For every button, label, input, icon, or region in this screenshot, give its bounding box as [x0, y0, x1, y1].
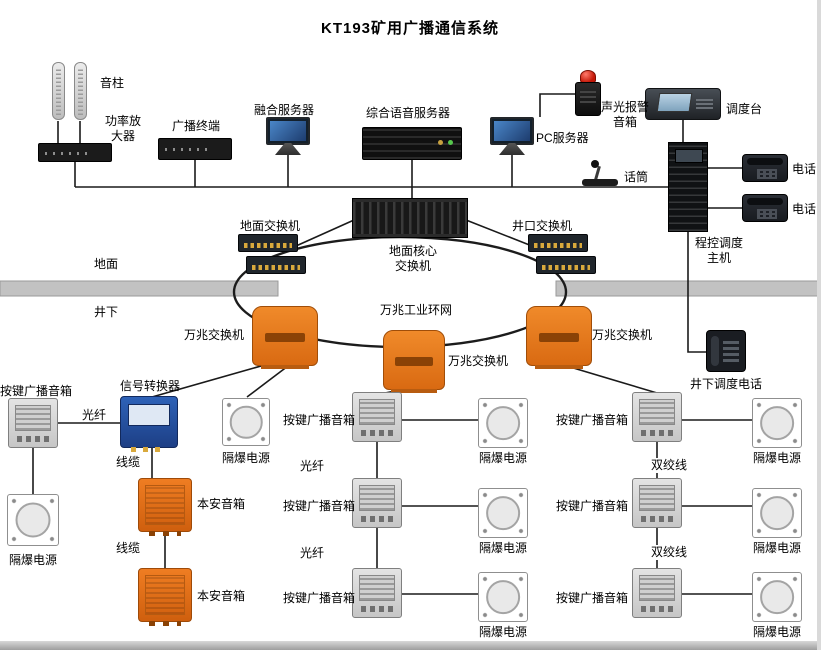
- fusion-server-monitor: [266, 117, 310, 145]
- surface-label: 地面: [94, 257, 119, 271]
- psu-m1-label: 隔爆电源: [479, 451, 528, 465]
- psu-m3-label: 隔爆电源: [479, 625, 528, 639]
- dispatch-host-label: 程控调度 主机: [694, 236, 743, 265]
- gig-switch-right-label: 万兆交换机: [592, 328, 653, 342]
- page-edge-bottom: [0, 641, 821, 650]
- microphone: [580, 160, 622, 188]
- underground-phone-label: 井下调度电话: [690, 377, 763, 391]
- signal-converter: [120, 396, 178, 452]
- signal-converter-label: 信号转换器: [120, 379, 181, 393]
- intrinsic-speaker-2-label: 本安音箱: [197, 589, 246, 603]
- wellhead-switch-1: [528, 234, 588, 252]
- psu-r2: [752, 488, 802, 538]
- microphone-head-icon: [591, 160, 599, 168]
- psu-bottom-left: [7, 494, 59, 546]
- psu-r3: [752, 572, 802, 622]
- broadcast-terminal-label: 广播终端: [172, 119, 221, 133]
- psu-left-label: 隔爆电源: [222, 451, 271, 465]
- telephone-1: [742, 154, 788, 182]
- psu-bottom-left-label: 隔爆电源: [9, 553, 58, 567]
- psu-r1-label: 隔爆电源: [753, 451, 802, 465]
- button-speaker-m3: [352, 568, 402, 618]
- connector-lines: [32, 93, 752, 595]
- fiber-label-m1: 光纤: [300, 459, 325, 473]
- button-speaker-r1: [632, 392, 682, 442]
- underground-label: 井下: [94, 305, 119, 319]
- button-speaker-r1-label: 按键广播音箱: [556, 413, 629, 427]
- button-speaker-r2-label: 按键广播音箱: [556, 499, 629, 513]
- pc-server-label: PC服务器: [536, 131, 589, 145]
- microphone-base: [582, 179, 618, 186]
- psu-r1: [752, 398, 802, 448]
- cable-label-2: 线缆: [116, 541, 141, 555]
- power-amplifier: [38, 143, 112, 162]
- button-speaker-r3-label: 按键广播音箱: [556, 591, 629, 605]
- sound-column-label: 音柱: [100, 76, 125, 90]
- sound-column-right: [74, 62, 87, 120]
- fiber-label-left: 光纤: [82, 408, 107, 422]
- intrinsic-speaker-1-label: 本安音箱: [197, 497, 246, 511]
- pc-server-monitor: [490, 117, 534, 145]
- fiber-label-m2: 光纤: [300, 546, 325, 560]
- gig-switch-left: [252, 306, 318, 369]
- voice-server-label: 综合语音服务器: [366, 106, 451, 120]
- alarm-speaker-label: 声光报警 音箱: [600, 100, 649, 129]
- microphone-label: 话筒: [624, 170, 649, 184]
- core-switch: [352, 198, 468, 238]
- psu-m1: [478, 398, 528, 448]
- sound-column-left: [52, 62, 65, 120]
- twisted-pair-label-1: 双绞线: [650, 458, 689, 473]
- button-speaker-left-label: 按键广播音箱: [0, 384, 73, 398]
- industrial-ring-label: 万兆工业环网: [379, 303, 452, 317]
- alarm-speaker-body: [575, 82, 601, 116]
- psu-m2-label: 隔爆电源: [479, 541, 528, 555]
- gig-switch-left-label: 万兆交换机: [184, 328, 245, 342]
- microphone-stem: [594, 165, 601, 181]
- dispatch-console-label: 调度台: [726, 102, 763, 116]
- cable-label-1: 线缆: [116, 455, 141, 469]
- button-speaker-r3: [632, 568, 682, 618]
- gig-switch-mid-label: 万兆交换机: [448, 354, 509, 368]
- gig-switch-right: [526, 306, 592, 369]
- diagram-title: KT193矿用广播通信系统: [320, 20, 500, 37]
- underground-phone: [706, 330, 746, 372]
- psu-left: [222, 398, 270, 446]
- psu-r3-label: 隔爆电源: [753, 625, 802, 639]
- page-edge-right: [817, 0, 821, 650]
- button-speaker-m2-label: 按键广播音箱: [283, 499, 356, 513]
- power-amp-label: 功率放 大器: [104, 114, 141, 143]
- button-speaker-m3-label: 按键广播音箱: [283, 591, 356, 605]
- surface-switch-1: [238, 234, 298, 252]
- intrinsic-speaker-1: [138, 478, 192, 536]
- button-speaker-m1: [352, 392, 402, 442]
- psu-m2: [478, 488, 528, 538]
- alarm-speaker: [575, 70, 601, 116]
- button-speaker-m2: [352, 478, 402, 528]
- dispatch-console: [645, 88, 721, 120]
- telephone-2: [742, 194, 788, 222]
- broadcast-terminal: [158, 138, 232, 160]
- dispatch-host-cabinet: [668, 142, 708, 232]
- core-switch-label: 地面核心 交换机: [388, 244, 437, 273]
- twisted-pair-label-2: 双绞线: [650, 545, 689, 560]
- wellhead-switch-2: [536, 256, 596, 274]
- wellhead-switch-label: 井口交换机: [512, 219, 573, 233]
- gig-switch-mid: [383, 330, 445, 393]
- telephone-2-label: 电话: [792, 202, 817, 216]
- button-speaker-m1-label: 按键广播音箱: [283, 413, 356, 427]
- psu-m3: [478, 572, 528, 622]
- psu-r2-label: 隔爆电源: [753, 541, 802, 555]
- surface-switch-label: 地面交换机: [240, 219, 301, 233]
- fusion-server-label: 融合服务器: [254, 103, 315, 117]
- surface-bar-left: [0, 280, 279, 297]
- surface-switch-2: [246, 256, 306, 274]
- voice-server: [362, 127, 462, 160]
- intrinsic-speaker-2: [138, 568, 192, 626]
- button-speaker-r2: [632, 478, 682, 528]
- telephone-1-label: 电话: [792, 162, 817, 176]
- button-speaker-left: [8, 398, 58, 448]
